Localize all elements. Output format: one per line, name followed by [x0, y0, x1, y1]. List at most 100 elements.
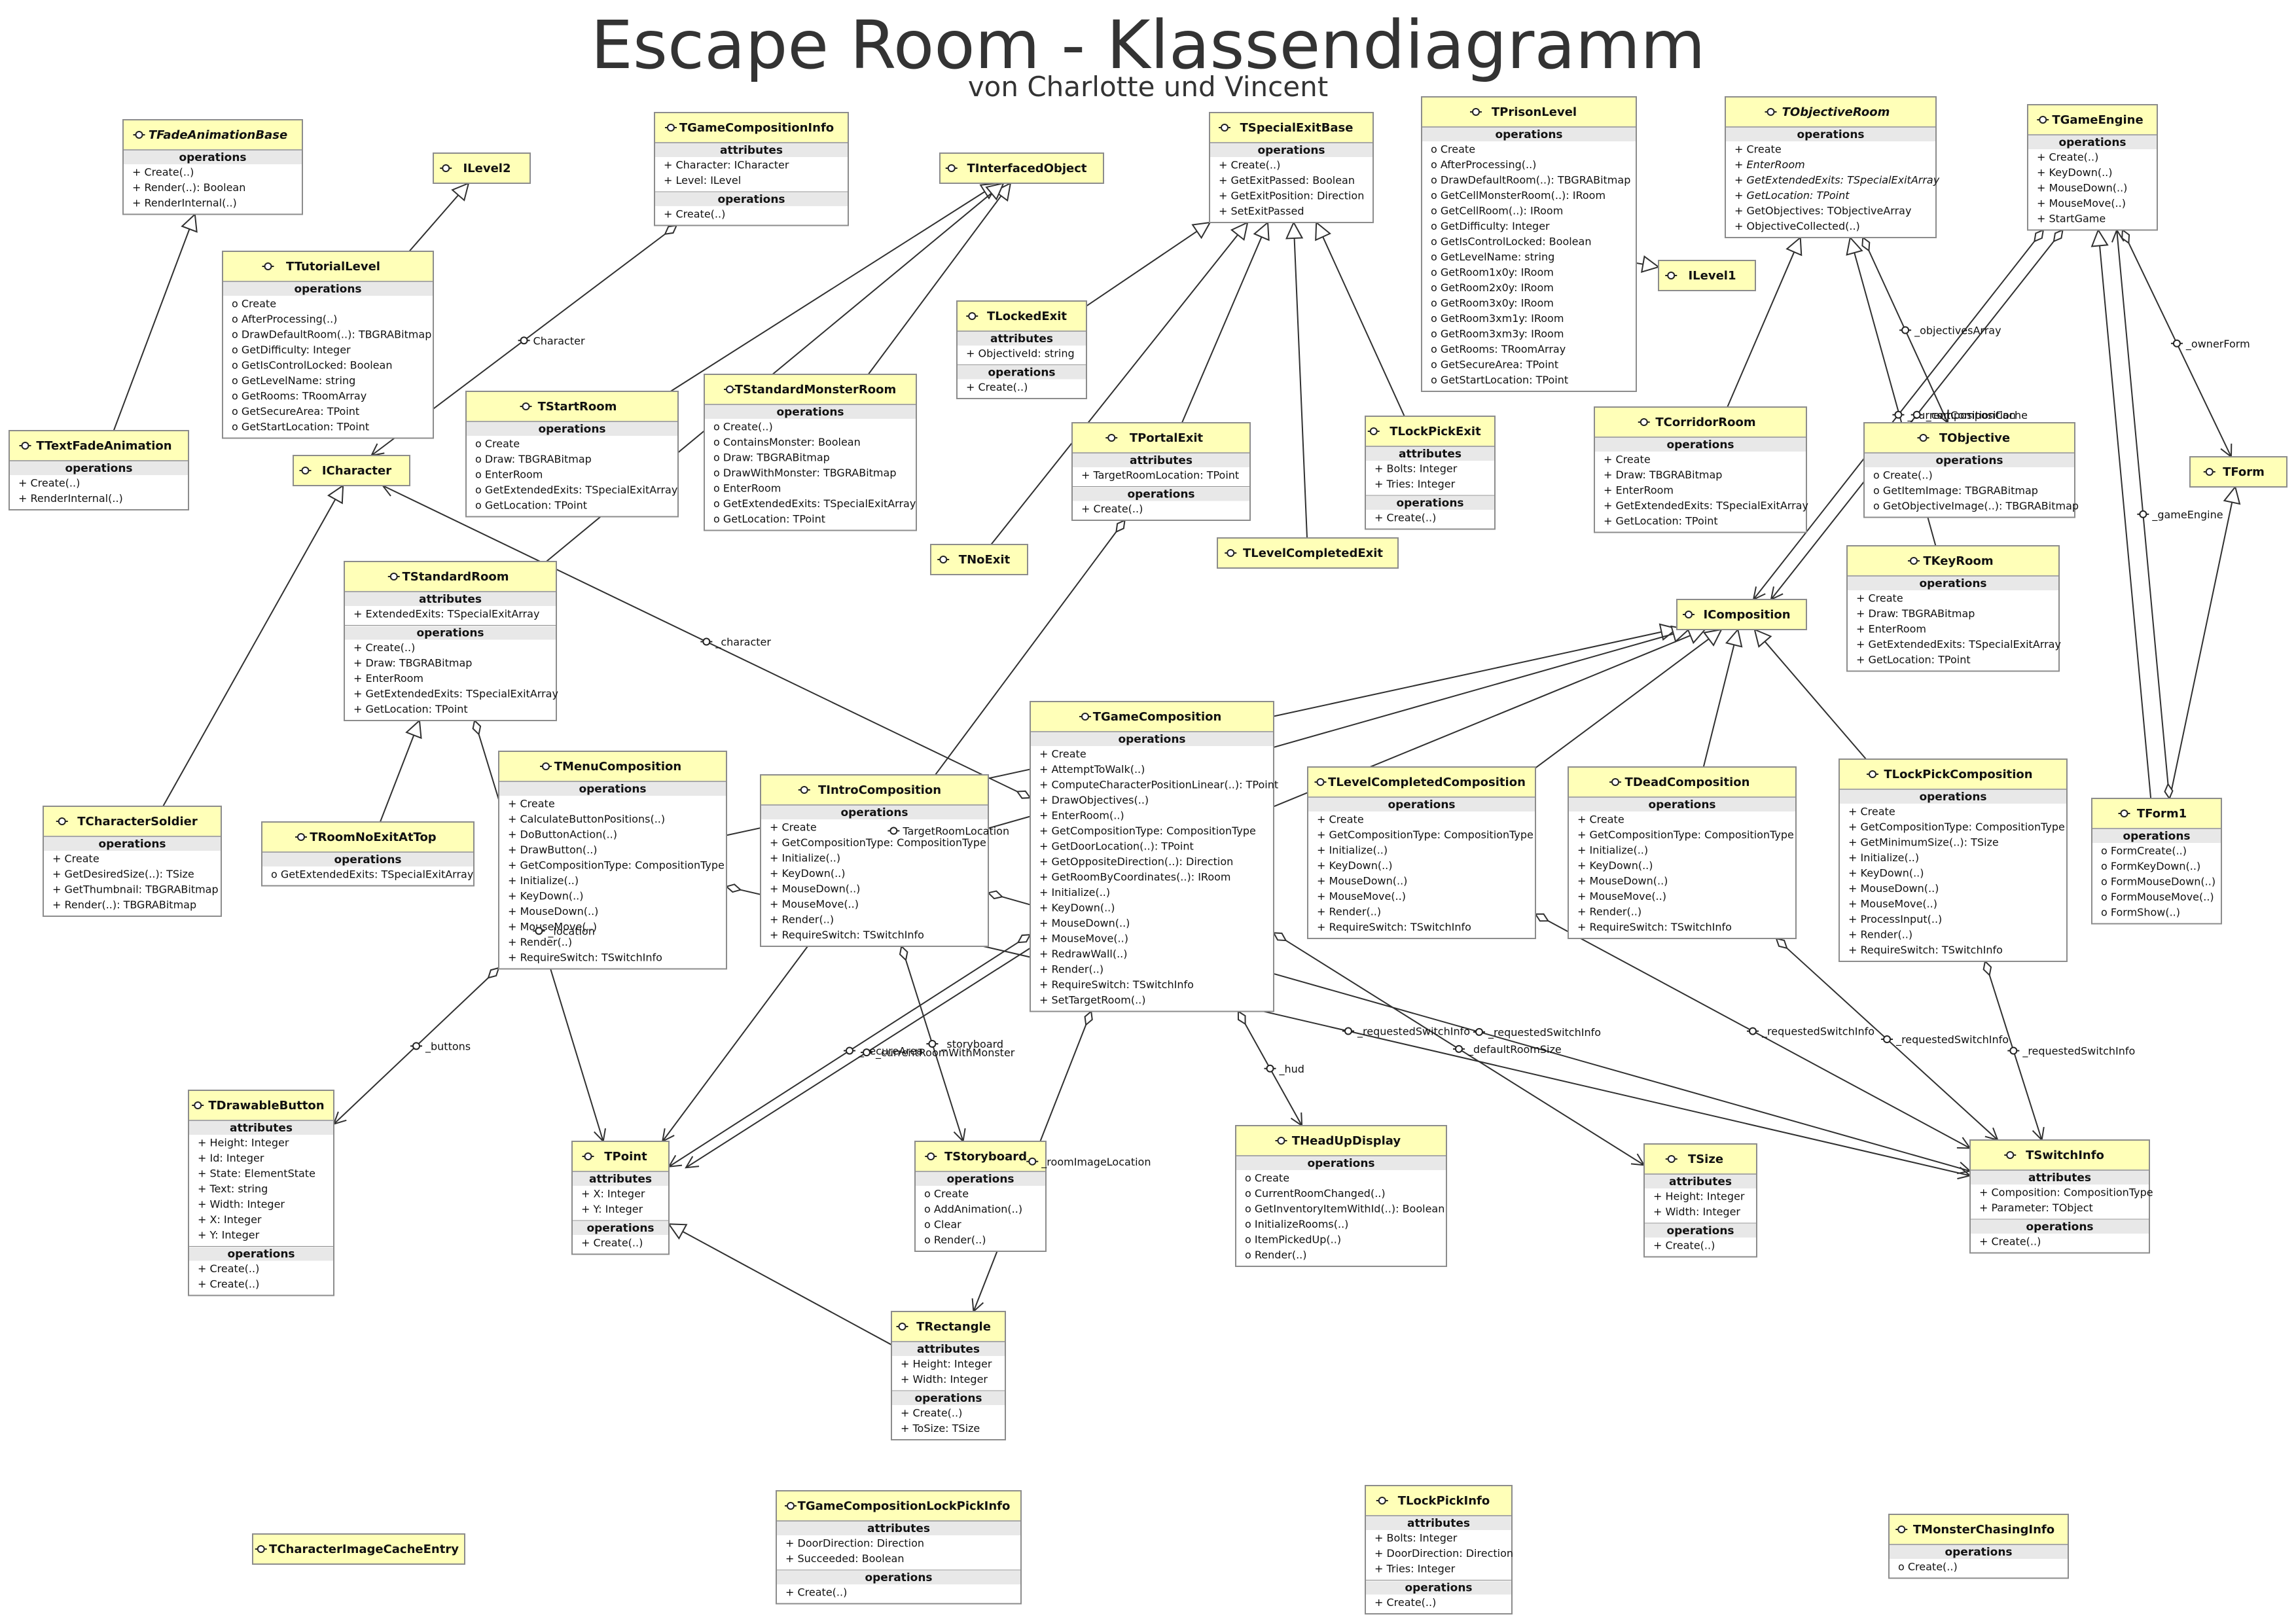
operations-section-header	[2028, 135, 2157, 149]
class-icomposition[interactable]: IComposition	[1676, 599, 1807, 630]
class-operation: + MouseDown(..)	[1039, 917, 1130, 929]
attributes-section-label: attributes	[990, 332, 1053, 346]
operations-section-header	[1890, 1545, 2068, 1559]
generalization-ttutorial-level-to-ilevel2	[408, 182, 470, 252]
class-ilevel2[interactable]: ILevel2	[433, 152, 531, 184]
class-operation: o DrawWithMonster: TBGRABitmap	[713, 467, 896, 479]
aggregation-diamond	[1115, 519, 1126, 533]
class-tgame-composition-lock-pick-info[interactable]: TGameCompositionLockPickInfoattributes+ …	[776, 1490, 1022, 1605]
class-operation: + Render(..)	[1039, 963, 1103, 976]
class-tinterfaced-object[interactable]: TInterfacedObject	[939, 152, 1104, 184]
class-operation: + Create	[1856, 592, 1903, 605]
class-operation: + Create(..)	[664, 208, 725, 221]
class-tno-exit[interactable]: TNoExit	[930, 544, 1028, 575]
relation-line	[1293, 238, 1308, 539]
operations-section-header	[655, 192, 848, 206]
class-header	[1366, 417, 1494, 446]
attributes-section-label: attributes	[720, 144, 783, 157]
class-operation: + MouseMove(..)	[770, 898, 859, 910]
relation-label-text: _requestedSwitchInfo	[2022, 1045, 2135, 1058]
class-operation: + Create	[1734, 143, 1782, 156]
class-operation: + GetDesiredSize(..): TSize	[52, 868, 194, 880]
class-icon	[968, 312, 977, 320]
class-operation: o FormKeyDown(..)	[2101, 860, 2200, 872]
inheritance-arrowhead	[2223, 485, 2241, 505]
relation-line	[668, 942, 1019, 1168]
class-box	[1030, 701, 1274, 1012]
class-icon	[389, 573, 398, 580]
class-icharacter[interactable]: ICharacter	[293, 455, 410, 486]
class-attribute: + Width: Integer	[901, 1373, 988, 1385]
class-operation: o GetLevelName: string	[232, 374, 355, 387]
aggregation-diamond	[1016, 934, 1031, 944]
attributes-section-header	[777, 1522, 1020, 1535]
class-operation: + GetCompositionType: CompositionType	[1039, 825, 1256, 837]
relation-line	[2116, 230, 2169, 785]
class-icon	[726, 385, 734, 393]
class-header	[1848, 546, 2058, 575]
class-ilevel1[interactable]: ILevel1	[1658, 260, 1756, 291]
attributes-section-header	[1366, 1516, 1511, 1530]
relation-label-text: _requestedSwitchInfo	[1761, 1026, 1874, 1039]
class-operation: + Create(..)	[901, 1407, 962, 1419]
operations-section-label: operations	[946, 1173, 1014, 1186]
class-icon	[301, 467, 310, 474]
class-tcharacter-image-cache-entry[interactable]: TCharacterImageCacheEntry	[252, 1533, 465, 1565]
attributes-section-label: attributes	[419, 593, 482, 606]
class-operation: o Render(..)	[924, 1234, 986, 1246]
class-operation: o InitializeRooms(..)	[1245, 1218, 1348, 1230]
class-tform[interactable]: TForm	[2189, 456, 2287, 488]
relation-label-text: _requestedSwitchInfo	[1357, 1026, 1470, 1039]
class-operation: + GetCompositionType: CompositionType	[770, 836, 986, 849]
class-operation: + GetExtendedExits: TSpecialExitArray	[353, 688, 558, 700]
class-operation: + MouseMove(..)	[1039, 933, 1128, 945]
operations-section-label: operations	[865, 1571, 932, 1584]
operations-section-header	[345, 626, 556, 640]
attributes-section-label: attributes	[867, 1522, 930, 1535]
class-operation: + GetDoorLocation(..): TPoint	[1039, 840, 1194, 853]
class-attribute: + State: ElementState	[198, 1168, 315, 1180]
field-icon	[535, 927, 543, 935]
class-operation: + GetObjectives: TObjectiveArray	[1734, 205, 1911, 217]
field-icon	[846, 1046, 853, 1055]
class-operation: o GetRoom1x0y: IRoom	[1431, 266, 1554, 279]
class-attribute: + Width: Integer	[1653, 1205, 1740, 1218]
class-name: ICharacter	[322, 464, 391, 478]
class-tlevel-completed-exit[interactable]: TLevelCompletedExit	[1217, 537, 1399, 569]
